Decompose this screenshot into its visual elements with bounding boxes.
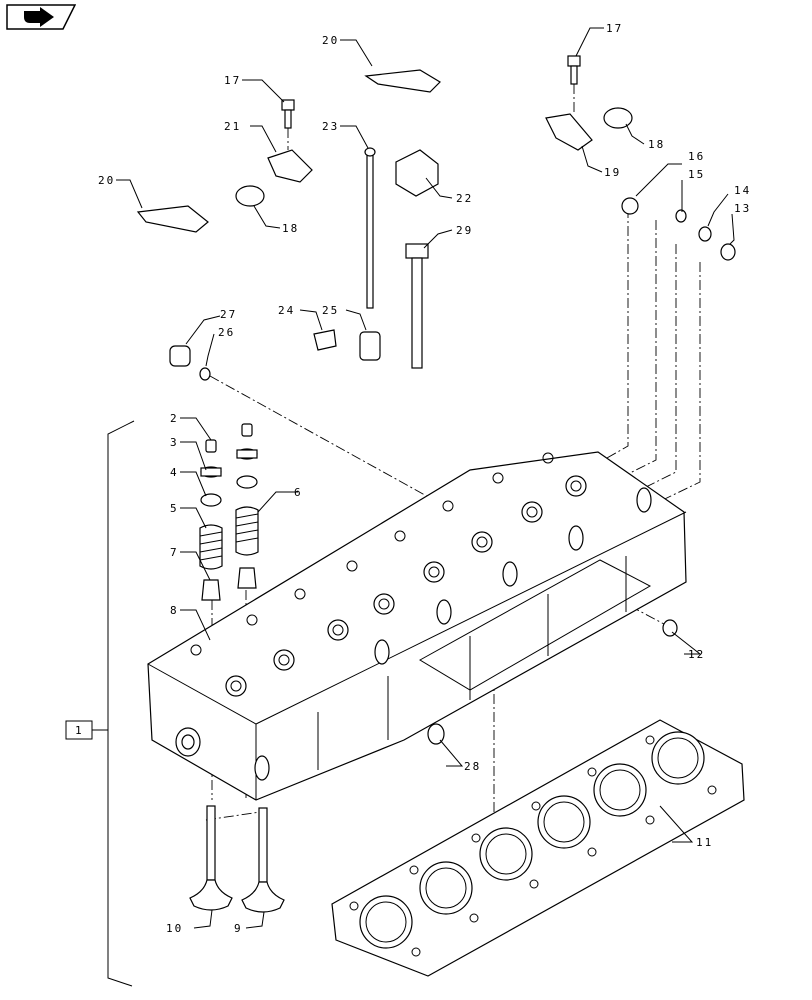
label-part-19: 19 — [604, 166, 621, 179]
label-part-25: 25 — [322, 304, 339, 317]
valve-spring — [199, 506, 259, 570]
push-rod — [364, 147, 376, 309]
label-part-14: 14 — [734, 184, 751, 197]
label-part-11: 11 — [696, 836, 713, 849]
label-part-13: 13 — [734, 202, 751, 215]
label-part-16: 16 — [688, 150, 705, 163]
label-part-1: 1 — [75, 724, 84, 737]
plug-large — [169, 345, 191, 367]
label-part-4: 4 — [170, 466, 179, 479]
label-part-9: 9 — [234, 922, 243, 935]
label-part-24: 24 — [278, 304, 295, 317]
intake-valve — [189, 805, 233, 911]
label-part-18b: 18 — [648, 138, 665, 151]
label-part-21: 21 — [224, 120, 241, 133]
label-part-17b: 17 — [606, 22, 623, 35]
label-part-3: 3 — [170, 436, 179, 449]
valve-rotator — [200, 475, 258, 507]
label-part-5: 5 — [170, 502, 179, 515]
label-part-29: 29 — [456, 224, 473, 237]
label-part-26: 26 — [218, 326, 235, 339]
label-part-2: 2 — [170, 412, 179, 425]
rocker-support — [395, 149, 439, 197]
rocker-bridge — [136, 69, 441, 233]
assembly-bracket — [65, 420, 135, 987]
label-part-27: 27 — [220, 308, 237, 321]
forward-arrow-icon — [24, 7, 54, 27]
rocker-arm — [267, 113, 593, 183]
plug-small — [313, 329, 337, 351]
exhaust-valve — [241, 807, 285, 913]
label-part-23: 23 — [322, 120, 339, 133]
label-part-18a: 18 — [282, 222, 299, 235]
label-part-20a: 20 — [322, 34, 339, 47]
valve-stem-seal — [201, 567, 257, 601]
nav-forward-button[interactable] — [6, 4, 77, 30]
valve-cotter — [205, 423, 253, 453]
label-part-20b: 20 — [98, 174, 115, 187]
label-part-7: 7 — [170, 546, 179, 559]
spring-retainer — [200, 448, 258, 478]
cylinder-head — [147, 451, 687, 801]
long-bolt — [405, 243, 429, 369]
cam-follower — [359, 331, 381, 361]
rocker-bolt — [281, 55, 581, 129]
leader-lines — [116, 27, 735, 929]
head-gasket — [331, 719, 745, 977]
label-part-28: 28 — [464, 760, 481, 773]
label-part-6: 6 — [294, 486, 303, 499]
part-labels: 1 2 3 4 5 6 7 8 9 10 11 12 13 14 15 16 1… — [75, 22, 751, 935]
head-bolt-bosses — [190, 452, 554, 656]
valve-ports — [225, 475, 587, 697]
rocker-shaft — [235, 107, 633, 207]
label-part-10: 10 — [166, 922, 183, 935]
label-part-8: 8 — [170, 604, 179, 617]
label-part-15: 15 — [688, 168, 705, 181]
label-part-17a: 17 — [224, 74, 241, 87]
label-part-12: 12 — [688, 648, 705, 661]
label-part-22: 22 — [456, 192, 473, 205]
o-rings — [199, 197, 736, 745]
